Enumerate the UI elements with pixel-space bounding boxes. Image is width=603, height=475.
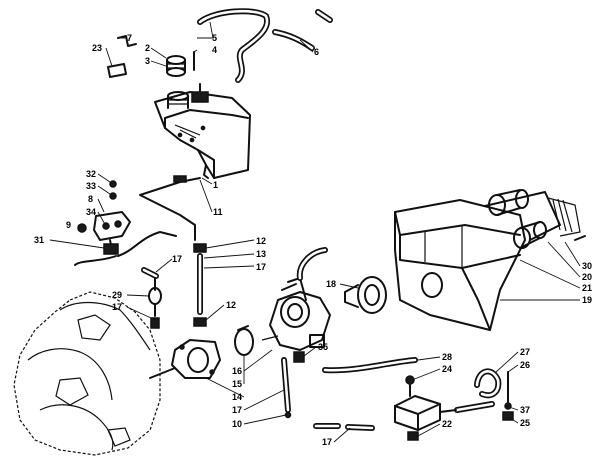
- callout-3: 3: [145, 56, 150, 66]
- callout-19: 19: [582, 295, 592, 305]
- callout-37: 37: [520, 405, 530, 415]
- callout-17-bottom: 17: [322, 437, 332, 447]
- callout-4: 4: [212, 45, 217, 55]
- callout-18: 18: [326, 279, 336, 289]
- intake-tubes: [488, 189, 547, 249]
- fuel-pump: [394, 375, 441, 441]
- decal: [107, 63, 127, 78]
- callout-17-primer: 17: [172, 254, 182, 264]
- callout-30: 30: [582, 261, 592, 271]
- callout-21: 21: [582, 283, 592, 293]
- callout-17-pulse: 17: [232, 405, 242, 415]
- callout-14: 14: [232, 392, 242, 402]
- callout-26: 26: [520, 360, 530, 370]
- callout-13: 13: [256, 249, 266, 259]
- callout-35: 35: [318, 342, 328, 352]
- callout-12-lower: 12: [226, 300, 236, 310]
- callout-5: 5: [212, 33, 217, 43]
- carburetor: [261, 277, 331, 351]
- callout-10: 10: [232, 419, 242, 429]
- callout-17-filter: 17: [112, 302, 122, 312]
- primer-bracket: [77, 180, 131, 255]
- callout-31: 31: [34, 235, 44, 245]
- drain-line: [474, 368, 514, 421]
- callout-23: 23: [92, 43, 102, 53]
- callout-24: 24: [442, 364, 452, 374]
- callout-32: 32: [86, 169, 96, 179]
- primer-lines: [74, 231, 177, 279]
- fuel-tank: [154, 91, 251, 179]
- callout-17-right: 17: [256, 262, 266, 272]
- tank-gauge: [191, 83, 209, 103]
- callout-8: 8: [88, 194, 93, 204]
- callout-1: 1: [213, 180, 218, 190]
- callout-6: 6: [314, 47, 319, 57]
- mounting-flange: [171, 339, 221, 379]
- clamp: [234, 325, 254, 356]
- callout-labels: 7 23 2 3 5 4 6 1 11 32 33 8 34 9 31 12 1…: [34, 33, 592, 447]
- fitting-35: [293, 351, 305, 363]
- callout-7: 7: [127, 33, 132, 43]
- engine-outline: [13, 291, 176, 456]
- leader-lines: [49, 21, 581, 443]
- strap: [117, 35, 137, 47]
- callout-20: 20: [582, 272, 592, 282]
- intake-adapter: [344, 276, 387, 314]
- carb-vent-hose: [296, 247, 328, 281]
- callout-16: 16: [232, 366, 242, 376]
- callout-34: 34: [86, 207, 96, 217]
- filler-neck: [167, 91, 189, 109]
- callout-33: 33: [86, 181, 96, 191]
- callout-22: 22: [442, 419, 452, 429]
- callout-9: 9: [66, 220, 71, 230]
- pulse-line: [281, 357, 292, 419]
- fuel-pump-lines: [313, 357, 495, 431]
- callout-2: 2: [145, 43, 150, 53]
- fuel-line-tank: [139, 175, 201, 241]
- air-silencer: [394, 189, 586, 331]
- vent-hose-top: [193, 8, 333, 83]
- fuel-cap: [166, 55, 186, 77]
- fuel-filter: [148, 277, 162, 329]
- callout-15: 15: [232, 379, 242, 389]
- callout-11: 11: [213, 207, 223, 217]
- fuel-line-vertical: [193, 243, 207, 327]
- callout-27: 27: [520, 347, 530, 357]
- callout-29: 29: [112, 290, 122, 300]
- callout-12-upper: 12: [256, 236, 266, 246]
- callout-28: 28: [442, 352, 452, 362]
- callout-25: 25: [520, 418, 530, 428]
